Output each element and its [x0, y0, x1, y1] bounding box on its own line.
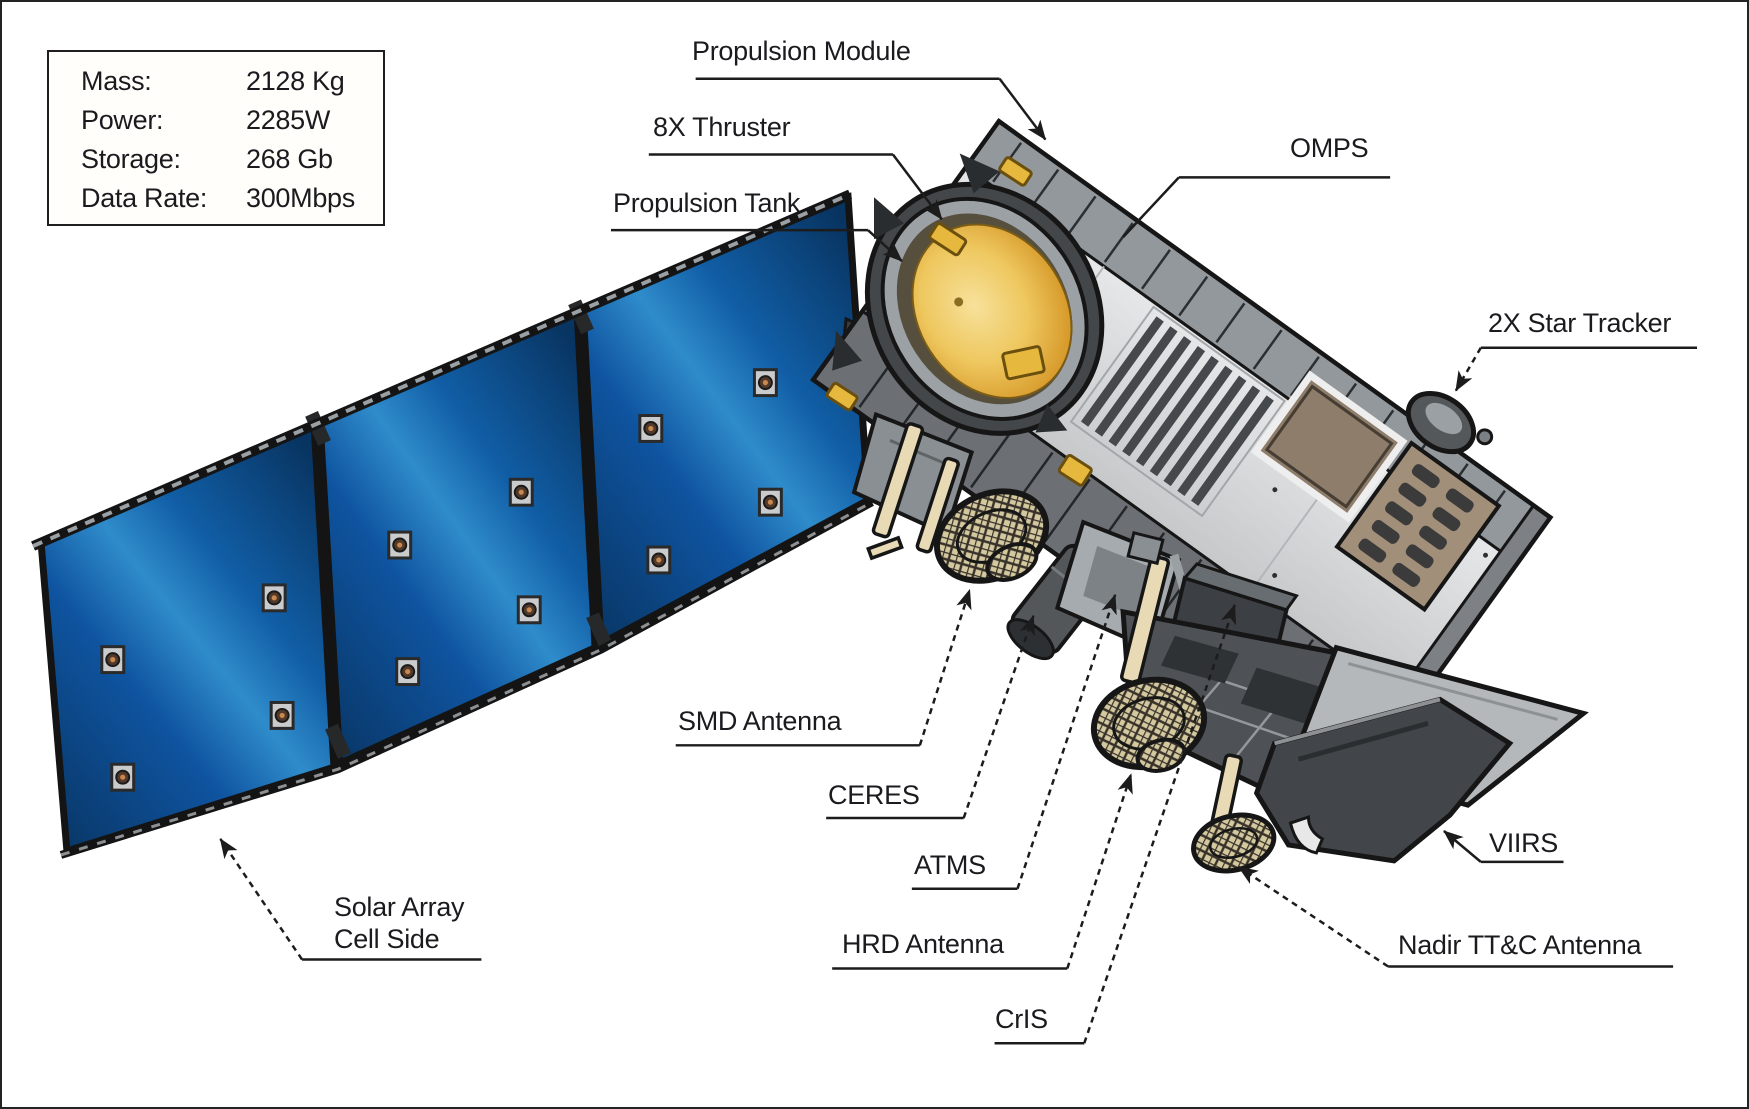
spec-row-storage: Storage: 268 Gb: [81, 140, 383, 179]
label-omps: OMPS: [1290, 133, 1369, 163]
smd-antenna-dish: [933, 488, 1050, 584]
spec-value: 2285W: [246, 105, 331, 135]
label-cris: CrIS: [995, 1004, 1048, 1034]
hrd-antenna-dish: [1090, 676, 1208, 773]
spec-row-mass: Mass: 2128 Kg: [81, 62, 383, 101]
spec-label: Storage:: [81, 144, 181, 174]
spec-label: Mass:: [81, 66, 152, 96]
label-nadir-ttc-antenna: Nadir TT&C Antenna: [1398, 930, 1642, 960]
spec-label: Power:: [81, 105, 164, 135]
spec-row-power: Power: 2285W: [81, 101, 383, 140]
leader-cris: [1083, 603, 1237, 1044]
spec-value: 2128 Kg: [246, 66, 345, 96]
leader-thruster: [891, 153, 943, 221]
label-propulsion-tank: Propulsion Tank: [613, 188, 801, 218]
leader-ceres: [962, 614, 1035, 819]
label-smd-antenna: SMD Antenna: [678, 706, 842, 736]
spec-box: Mass: 2128 Kg Power: 2285W Storage: 268 …: [47, 50, 385, 226]
star-tracker-dome: [1405, 390, 1494, 455]
label-thruster: 8X Thruster: [653, 112, 791, 142]
label-atms: ATMS: [914, 850, 986, 880]
leader-hrd: [1066, 773, 1133, 969]
solar-panel-2: [316, 305, 599, 769]
viirs-instrument: [1253, 696, 1514, 864]
panel-hinges: [305, 299, 612, 759]
nadir-ttc-dish: [1191, 812, 1277, 874]
leader-smd: [918, 588, 972, 746]
spec-value: 268 Gb: [246, 144, 333, 174]
leader-omps: [1122, 176, 1180, 238]
leader-propulsion-tank: [867, 229, 903, 262]
array-top-rail-ticks: [32, 192, 851, 548]
vent-grille: [1069, 305, 1287, 518]
diffuser-window: [1250, 370, 1408, 523]
slat-panel: [1334, 440, 1502, 613]
hrd-fitting: [1126, 531, 1165, 566]
support-struts: [866, 422, 960, 561]
solar-array: [31, 189, 888, 859]
label-propulsion-module: Propulsion Module: [692, 36, 911, 66]
leader-atms: [1016, 593, 1117, 890]
spec-row-data-rate: Data Rate: 300Mbps: [81, 179, 383, 218]
spec-label: Data Rate:: [81, 183, 208, 213]
leader-star-tracker: [1454, 347, 1482, 392]
ring-trusses: [832, 153, 1068, 433]
callout-underlines: [302, 77, 1698, 1045]
leader-propulsion-module: [998, 77, 1047, 141]
solar-panel-3: [579, 192, 872, 650]
label-star-tracker: 2X Star Tracker: [1488, 308, 1672, 338]
label-viirs: VIIRS: [1489, 828, 1559, 858]
array-bottom-rail: [59, 498, 874, 859]
label-hrd-antenna: HRD Antenna: [842, 929, 1004, 959]
leader-solar-array: [219, 838, 304, 961]
label-solar-array-line2: Cell Side: [334, 923, 440, 954]
callout-leaders: [219, 77, 1482, 1044]
label-ceres: CERES: [828, 780, 920, 810]
spec-value: 300Mbps: [246, 183, 355, 213]
leader-viirs: [1443, 830, 1482, 863]
label-solar-array-line1: Solar Array: [334, 892, 465, 922]
label-solar-array: Solar Array Cell Side: [334, 892, 465, 956]
leader-nadir-ttc: [1237, 865, 1389, 968]
